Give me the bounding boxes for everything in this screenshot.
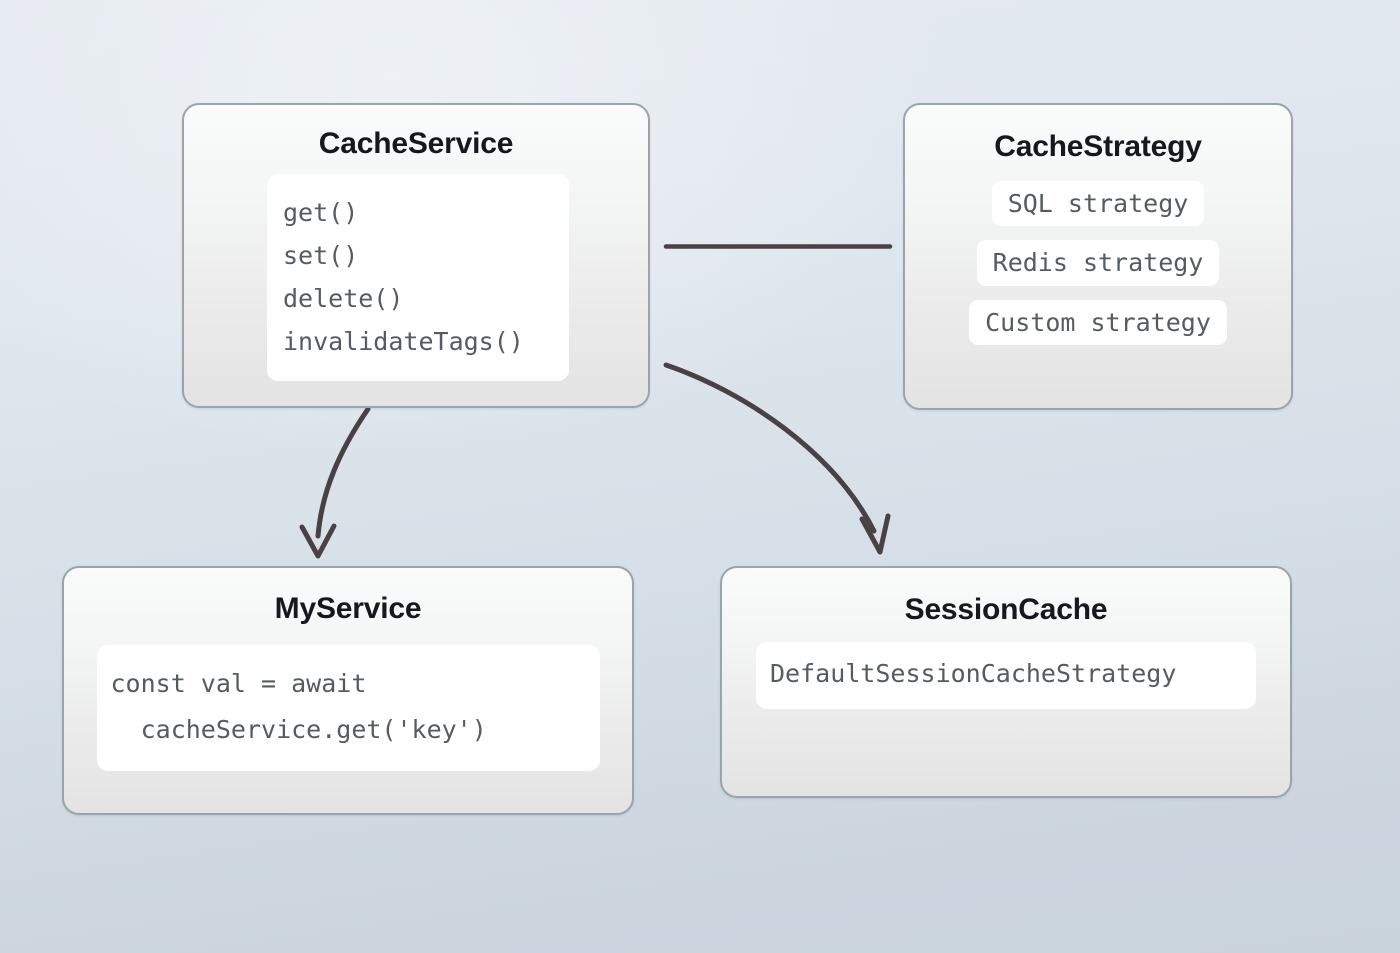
- node-card-cache-service[interactable]: CacheService get() set() delete() invali…: [182, 103, 650, 408]
- strategy-chip-sql: SQL strategy: [991, 181, 1205, 227]
- connector-cache-service-to-session-cache: [663, 362, 877, 534]
- node-title-session-cache: SessionCache: [904, 593, 1108, 626]
- strategy-chip-custom: Custom strategy: [969, 299, 1227, 345]
- node-card-session-cache[interactable]: SessionCache DefaultSessionCacheStrategy: [720, 566, 1292, 798]
- code-line-default-session-cache-strategy: DefaultSessionCacheStrategy: [770, 659, 1177, 688]
- method-list-cache-service: get() set() delete() invalidateTags(): [267, 174, 569, 381]
- node-title-cache-strategy: CacheStrategy: [994, 130, 1202, 163]
- node-card-cache-strategy[interactable]: CacheStrategy SQL strategy Redis strateg…: [903, 103, 1293, 410]
- code-line-1: const val = await: [110, 669, 367, 698]
- code-line-2: cacheService.get('key'): [110, 715, 487, 744]
- strategy-list: SQL strategy Redis strategy Custom strat…: [969, 181, 1227, 345]
- arrowhead-session-cache: [859, 513, 891, 555]
- method-get: get(): [283, 198, 359, 227]
- code-snippet-session-cache: DefaultSessionCacheStrategy: [756, 642, 1256, 709]
- arrowhead-my-service: [299, 523, 337, 559]
- node-title-cache-service: CacheService: [318, 127, 514, 160]
- code-snippet-my-service: const val = await cacheService.get('key'…: [96, 645, 600, 771]
- strategy-chip-redis: Redis strategy: [976, 240, 1220, 286]
- node-title-my-service: MyService: [274, 592, 422, 625]
- method-delete: delete(): [283, 284, 404, 313]
- connector-cache-service-to-my-service: [315, 406, 371, 539]
- method-invalidate-tags: invalidateTags(): [283, 327, 524, 356]
- method-set: set(): [283, 241, 359, 270]
- node-card-my-service[interactable]: MyService const val = await cacheService…: [62, 566, 634, 815]
